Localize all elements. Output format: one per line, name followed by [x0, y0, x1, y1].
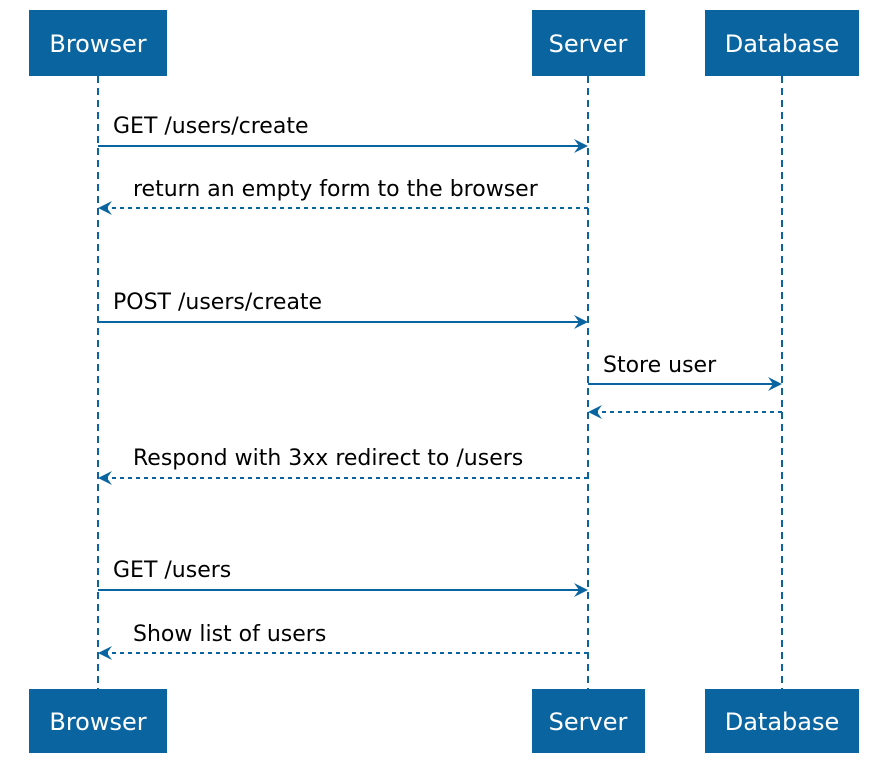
- message-label: GET /users: [113, 558, 231, 583]
- participant-database-top-label: Database: [725, 30, 840, 58]
- participant-server-bottom: Server: [532, 689, 645, 753]
- participant-browser-top-label: Browser: [49, 30, 146, 58]
- message-get-users: GET /users: [98, 558, 588, 597]
- message-label: GET /users/create: [113, 114, 309, 139]
- participant-database-bottom-label: Database: [725, 708, 840, 736]
- message-return-empty-form: return an empty form to the browser: [98, 177, 588, 215]
- message-label: Store user: [603, 353, 717, 378]
- message-get-users-create: GET /users/create: [98, 114, 588, 153]
- message-redirect-users: Respond with 3xx redirect to /users: [98, 446, 588, 485]
- participant-server-top: Server: [532, 10, 645, 76]
- participant-database-bottom: Database: [705, 689, 859, 753]
- message-label: Show list of users: [133, 622, 326, 647]
- message-label: Respond with 3xx redirect to /users: [133, 446, 523, 471]
- participant-database-top: Database: [705, 10, 859, 76]
- participant-server-bottom-label: Server: [549, 708, 628, 736]
- message-store-user: Store user: [588, 353, 782, 391]
- message-show-users: Show list of users: [98, 622, 588, 660]
- participant-browser-bottom: Browser: [29, 689, 167, 753]
- message-label: POST /users/create: [113, 290, 322, 315]
- participant-server-top-label: Server: [549, 30, 628, 58]
- participant-browser-top: Browser: [29, 10, 167, 76]
- participant-browser-bottom-label: Browser: [49, 708, 146, 736]
- message-label: return an empty form to the browser: [133, 177, 539, 202]
- message-post-users-create: POST /users/create: [98, 290, 588, 329]
